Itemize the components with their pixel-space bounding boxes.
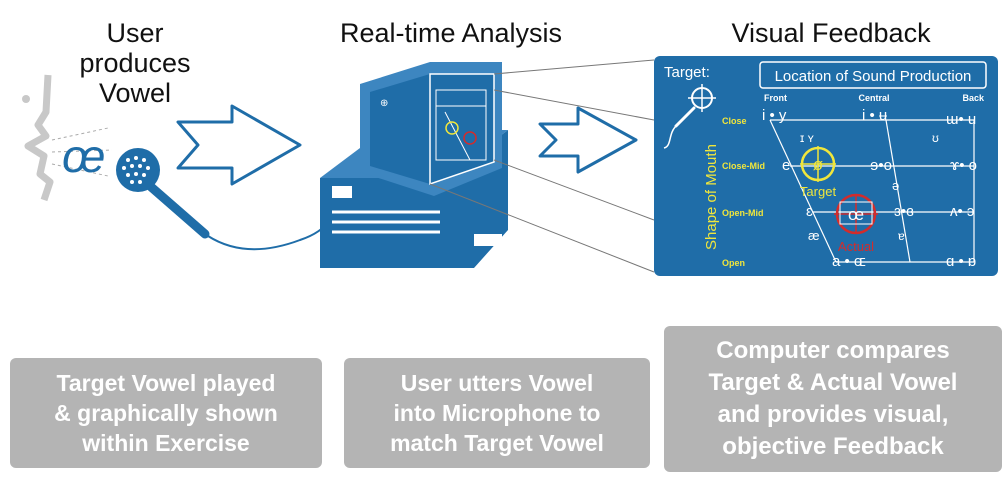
caption-middle-line-2: into Microphone to bbox=[393, 400, 601, 426]
vowel-trapezoid bbox=[769, 119, 975, 263]
column-front: Front bbox=[764, 93, 787, 103]
flow-arrow-1 bbox=[176, 104, 302, 186]
zoom-lines bbox=[429, 59, 655, 273]
vowel-open-mid-central: ɜ•ɞ bbox=[894, 203, 914, 220]
vowel-close-mid-back: ɤ• o bbox=[950, 157, 977, 174]
vowel-close-front: i • y bbox=[762, 107, 787, 124]
vowel-open-mid-front: ɛ bbox=[806, 203, 813, 220]
vowel-open-mid-back: ʌ• ɔ bbox=[950, 203, 974, 220]
column-central: Central bbox=[858, 93, 889, 103]
vowel-near-open: æ bbox=[808, 228, 820, 243]
vowel-open-front: a • ɶ bbox=[832, 253, 866, 270]
caption-middle: User utters Vowel into Microphone to mat… bbox=[344, 358, 650, 468]
vowel-near-open-central: ɐ bbox=[898, 229, 905, 243]
microphone-icon bbox=[116, 148, 210, 239]
vowel-close-central: i • ʉ bbox=[862, 107, 888, 124]
svg-text:⊕: ⊕ bbox=[380, 98, 388, 109]
caption-right: Computer compares Target & Actual Vowel … bbox=[664, 326, 1002, 472]
target-marker: ø Target bbox=[800, 146, 837, 199]
shape-of-mouth-label: Shape of Mouth bbox=[703, 144, 720, 250]
row-label-close-mid: Close-Mid bbox=[722, 161, 765, 171]
heading-user: User produces Vowel bbox=[79, 18, 191, 108]
vowel-chart-panel: Target: Location of Sound Production Fro… bbox=[654, 56, 998, 276]
row-label-open: Open bbox=[722, 258, 745, 268]
panel-microphone-icon bbox=[663, 84, 716, 149]
row-label-open-mid: Open-Mid bbox=[722, 208, 764, 218]
column-back: Back bbox=[962, 93, 985, 103]
row-label-close: Close bbox=[722, 116, 747, 126]
caption-left-line-2: & graphically shown bbox=[54, 400, 278, 426]
heading-realtime-analysis: Real-time Analysis bbox=[339, 18, 563, 48]
actual-vowel: œ bbox=[848, 205, 864, 224]
caption-left-line-3: within Exercise bbox=[82, 430, 250, 456]
caption-right-line-4: objective Feedback bbox=[722, 433, 944, 460]
face-profile-icon bbox=[24, 74, 54, 202]
actual-marker-label: Actual bbox=[838, 239, 874, 254]
panel-target-label: Target: bbox=[664, 64, 710, 81]
actual-marker: œ Actual bbox=[834, 193, 878, 254]
caption-middle-line-1: User utters Vowel bbox=[400, 370, 594, 396]
vowel-near-close: ɪ ʏ bbox=[800, 131, 815, 145]
target-marker-label: Target bbox=[800, 184, 837, 199]
caption-right-line-3: and provides visual, bbox=[717, 401, 949, 428]
flow-arrow-2 bbox=[538, 106, 638, 174]
vowel-close-mid-front: e bbox=[782, 157, 790, 174]
spoken-vowel-glyph: œ bbox=[62, 130, 105, 182]
vowel-near-close-back: ʊ bbox=[932, 131, 939, 145]
caption-right-line-2: Target & Actual Vowel bbox=[708, 369, 958, 396]
vowel-schwa: ə bbox=[892, 178, 899, 193]
caption-left: Target Vowel played & graphically shown … bbox=[10, 358, 322, 468]
vowel-open-back: ɑ • ɒ bbox=[946, 253, 976, 270]
target-vowel: ø bbox=[813, 155, 823, 174]
caption-right-line-1: Computer compares bbox=[716, 337, 950, 364]
sound-cone bbox=[51, 127, 113, 177]
vowel-close-back: ɯ• u bbox=[946, 111, 976, 128]
caption-left-line-1: Target Vowel played bbox=[56, 370, 276, 396]
computer-icon: ⊕ bbox=[320, 62, 508, 268]
microphone-cable bbox=[207, 194, 335, 251]
vowel-close-mid-central: ɘ•ɵ bbox=[870, 157, 892, 174]
heading-visual-feedback: Visual Feedback bbox=[731, 18, 931, 48]
location-title: Location of Sound Production bbox=[775, 68, 972, 85]
caption-middle-line-3: match Target Vowel bbox=[390, 430, 604, 456]
face-eye-icon bbox=[22, 95, 30, 103]
